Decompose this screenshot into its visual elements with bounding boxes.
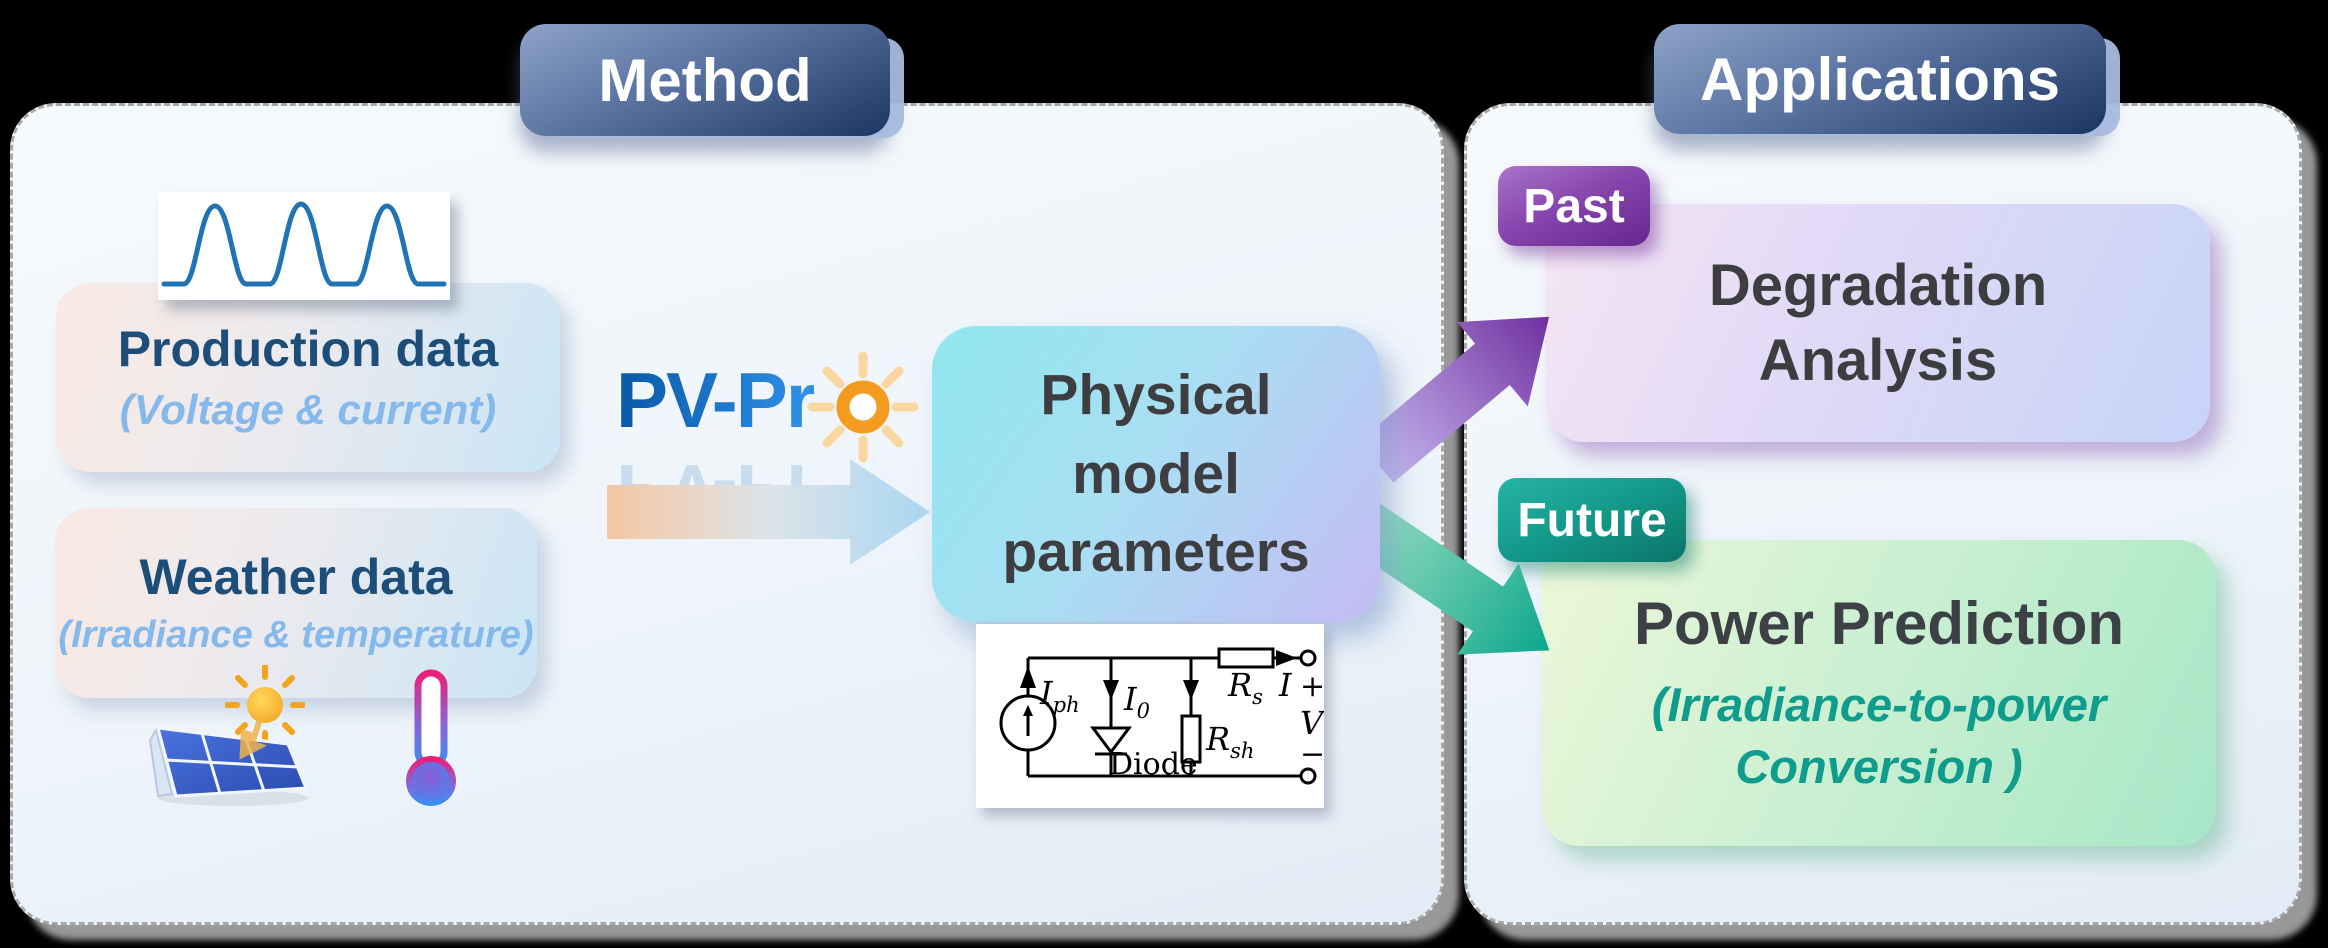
- applications-header-badge: Applications: [1654, 24, 2106, 134]
- degradation-line1: Degradation: [1708, 252, 2048, 318]
- production-curve-card: [158, 192, 450, 300]
- production-subtitle: (Voltage & current): [119, 386, 497, 434]
- physical-line2: model: [1072, 441, 1240, 506]
- irradiance-arrow-icon: [239, 719, 268, 760]
- degradation-line2: Analysis: [1758, 328, 1998, 393]
- power-prediction-box: Power Prediction (Irradiance-to-power Co…: [1542, 540, 2216, 846]
- degradation-label: Degradation Analysis: [1709, 248, 2047, 399]
- physical-model-parameters-box: Physical model parameters: [932, 326, 1380, 622]
- power-prediction-subtitle-line2: Conversion ): [1735, 739, 2023, 793]
- weather-subtitle: (Irradiance & temperature): [58, 614, 534, 657]
- label-volt: V: [1300, 704, 1324, 742]
- solar-panel-icon: [148, 719, 309, 806]
- power-prediction-title: Power Prediction: [1633, 590, 2125, 658]
- power-curve-icon: [161, 201, 447, 287]
- method-header-label: Method: [598, 46, 812, 114]
- label-plus: +: [1300, 669, 1324, 704]
- thermometer-icon: [406, 669, 475, 806]
- physical-line1: Physical: [1040, 363, 1272, 428]
- label-iph: Iph: [1039, 674, 1080, 717]
- weather-title: Weather data: [139, 548, 453, 605]
- future-badge-label: Future: [1517, 493, 1667, 547]
- power-prediction-subtitle-line1: (Irradiance-to-power: [1651, 678, 2107, 732]
- method-arrow: [607, 459, 930, 565]
- pv-circuit-diagram: Iph I0 Diode Rs Rsh I + V −: [976, 624, 1326, 808]
- production-data-box: Production data (Voltage & current): [56, 283, 560, 472]
- label-diode: Diode: [1109, 747, 1198, 782]
- past-badge-label: Past: [1523, 179, 1625, 233]
- past-badge: Past: [1498, 166, 1650, 246]
- weather-data-box: Weather data (Irradiance & temperature): [55, 508, 537, 698]
- label-current: I: [1278, 666, 1293, 704]
- future-badge: Future: [1498, 478, 1686, 562]
- physical-line3: parameters: [1002, 520, 1310, 585]
- logo-sun-icon: [807, 351, 919, 463]
- sun-icon: [225, 665, 305, 745]
- pv-pro-logo-text: PV-Pr: [616, 356, 816, 444]
- applications-header-label: Applications: [1699, 45, 2061, 113]
- physical-model-label: Physical model parameters: [1002, 356, 1309, 592]
- label-rsh: Rsh: [1205, 720, 1254, 763]
- method-header-badge: Method: [520, 24, 890, 136]
- degradation-analysis-box: Degradation Analysis: [1546, 204, 2210, 442]
- production-title: Production data: [117, 320, 499, 377]
- single-diode-circuit-icon: Iph I0 Diode Rs Rsh I + V −: [999, 647, 1326, 785]
- label-minus: −: [1300, 737, 1324, 772]
- label-i0: I0: [1123, 680, 1150, 723]
- label-rs: Rs: [1227, 666, 1263, 709]
